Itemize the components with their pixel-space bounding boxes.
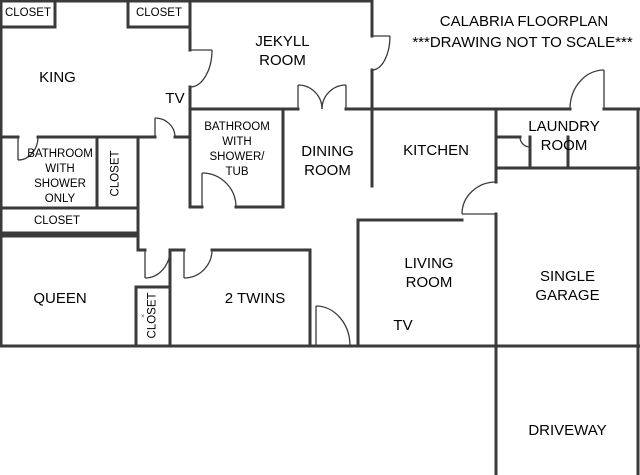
closet-queen-label: CLOSET (146, 292, 159, 339)
not-to-scale-note: ***DRAWING NOT TO SCALE*** (412, 34, 633, 51)
bathroom-shower-tub-label: BATHROOM WITH SHOWER/ TUB (204, 121, 270, 178)
driveway-label: DRIVEWAY (528, 422, 607, 439)
jekyll-room-label: JEKYLL ROOM (255, 33, 310, 69)
closet-hall-label: CLOSET (33, 215, 80, 227)
bathroom-shower-only-label: BATHROOM WITH SHOWER ONLY (27, 148, 93, 205)
svg-text:×: × (141, 314, 145, 320)
closet-top-left-label: CLOSET (4, 7, 51, 19)
floorplan-title: CALABRIA FLOORPLAN (439, 13, 609, 30)
two-twins-room-label: 2 TWINS (224, 290, 286, 307)
closet-vertical-bath-label: CLOSET (109, 150, 122, 197)
single-garage-label: SINGLE GARAGE (535, 268, 600, 304)
living-room-label: LIVING ROOM (404, 255, 454, 291)
dining-room-label: DINING ROOM (301, 143, 354, 179)
king-room-label: KING (39, 69, 76, 86)
queen-room-label: QUEEN (33, 290, 87, 307)
living-tv-label: TV (393, 317, 413, 334)
laundry-room-label: LAUNDRY ROOM (528, 118, 600, 154)
kitchen-label: KITCHEN (403, 142, 469, 159)
closet-top-right-label: CLOSET (135, 7, 182, 19)
king-tv-label: TV (165, 90, 185, 107)
